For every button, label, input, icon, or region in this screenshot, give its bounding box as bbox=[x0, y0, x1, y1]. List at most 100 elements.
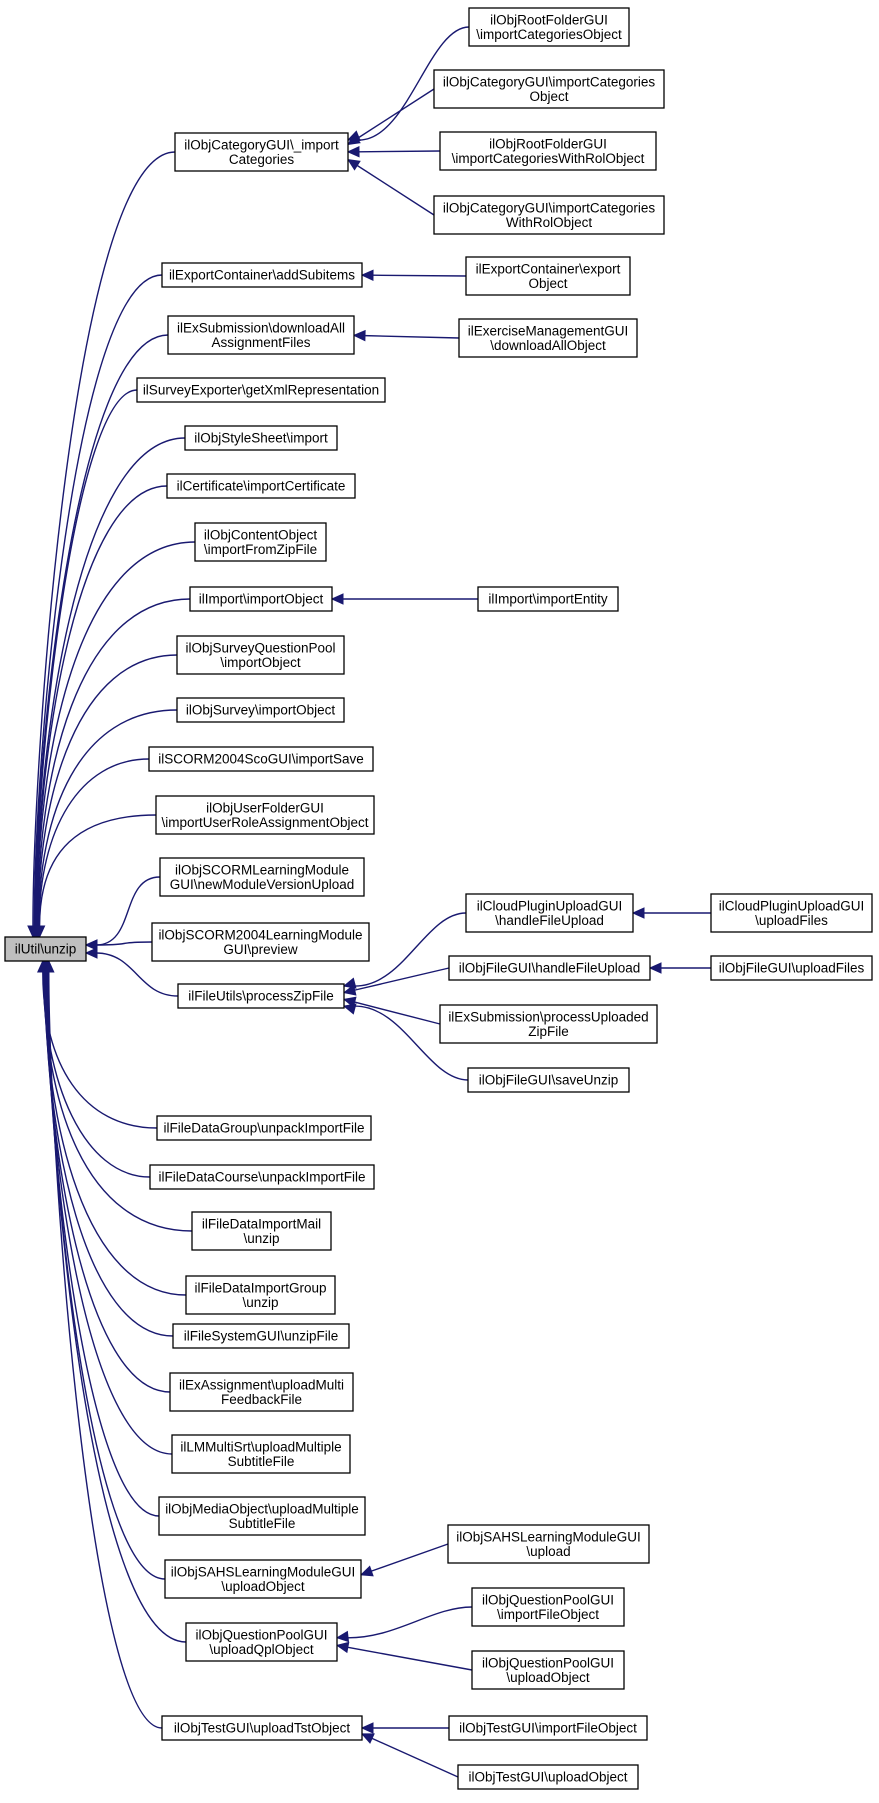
edge-root-s2004_prev-arrow bbox=[84, 939, 98, 951]
node-label: Object bbox=[529, 89, 568, 104]
node-survey-xml[interactable]: ilSurveyExporter\getXmlRepresentation bbox=[136, 377, 386, 403]
node-tst-upobj[interactable]: ilObjTestGUI\uploadObject bbox=[457, 1764, 639, 1790]
node-cg-impcat[interactable]: ilObjCategoryGUI\importCategoriesObject bbox=[433, 69, 665, 109]
node-qp-impfile[interactable]: ilObjQuestionPoolGUI\importFileObject bbox=[471, 1587, 625, 1627]
node-fdig-unzip[interactable]: ilFileDataImportGroup\unzip bbox=[185, 1275, 336, 1315]
edge-root-s2004_prev-line bbox=[95, 941, 153, 946]
node-slm-newver[interactable]: ilObjSCORMLearningModuleGUI\newModuleVer… bbox=[159, 857, 365, 897]
node-label: ilObjQuestionPoolGUI bbox=[482, 1655, 614, 1670]
node-fdc-unpack[interactable]: ilFileDataCourse\unpackImportFile bbox=[149, 1164, 375, 1190]
node-box bbox=[448, 955, 651, 981]
node-box bbox=[471, 1650, 625, 1690]
node-rf-impcat[interactable]: ilObjRootFolderGUI\importCategoriesObjec… bbox=[468, 7, 630, 47]
node-imp-obj[interactable]: ilImport\importObject bbox=[189, 586, 333, 612]
edge-fu_zip-file_save-arrow bbox=[342, 1003, 357, 1015]
node-fdim-unzip[interactable]: ilFileDataImportMail\unzip bbox=[191, 1211, 332, 1251]
edge-cat_import-cg_impcat-arrow bbox=[346, 133, 361, 146]
node-box bbox=[161, 262, 363, 288]
edge-fu_zip-cloud_hfu-line bbox=[354, 912, 467, 987]
edge-root-qp_upqpl-line bbox=[47, 971, 187, 1643]
node-rf-impcatrol[interactable]: ilObjRootFolderGUI\importCategoriesWithR… bbox=[439, 131, 657, 171]
edge-cat_import-rf_impcat-line bbox=[358, 26, 470, 141]
node-sco-save[interactable]: ilSCORM2004ScoGUI\importSave bbox=[148, 746, 374, 772]
node-label: \handleFileUpload bbox=[495, 913, 604, 928]
node-box bbox=[4, 936, 87, 962]
node-label: \upload bbox=[526, 1544, 570, 1559]
node-cloud-hfu[interactable]: ilCloudPluginUploadGUI\handleFileUpload bbox=[465, 893, 634, 933]
node-fdg-unpack[interactable]: ilFileDataGroup\unpackImportFile bbox=[156, 1115, 372, 1141]
node-sahs-upobj[interactable]: ilObjSAHSLearningModuleGUI\uploadObject bbox=[164, 1559, 362, 1599]
node-cert-imp[interactable]: ilCertificate\importCertificate bbox=[166, 473, 356, 499]
node-imp-ent[interactable]: ilImport\importEntity bbox=[477, 586, 619, 612]
node-style-imp[interactable]: ilObjStyleSheet\import bbox=[184, 425, 338, 451]
node-label: ilObjTestGUI\uploadObject bbox=[468, 1770, 627, 1785]
node-label: ilObjFileGUI\handleFileUpload bbox=[459, 961, 641, 976]
node-label: ilExSubmission\processUploaded bbox=[448, 1009, 648, 1024]
node-label: FeedbackFile bbox=[221, 1392, 302, 1407]
node-file-hfu[interactable]: ilObjFileGUI\handleFileUpload bbox=[448, 955, 651, 981]
node-label: ilObjFileGUI\saveUnzip bbox=[479, 1073, 619, 1088]
node-label: ilObjCategoryGUI\importCategories bbox=[443, 74, 656, 89]
node-label: ilObjMediaObject\uploadMultiple bbox=[165, 1501, 359, 1516]
edge-root-exsub_dl-line bbox=[34, 334, 169, 927]
node-label: SubtitleFile bbox=[229, 1516, 296, 1531]
node-survey-imp[interactable]: ilObjSurvey\importObject bbox=[176, 697, 345, 723]
node-file-up[interactable]: ilObjFileGUI\uploadFiles bbox=[710, 955, 873, 981]
node-fu-zip[interactable]: ilFileUtils\processZipFile bbox=[177, 983, 345, 1009]
node-exmgmt-dl[interactable]: ilExerciseManagementGUI\downloadAllObjec… bbox=[458, 318, 638, 358]
node-tst-impfile[interactable]: ilObjTestGUI\importFileObject bbox=[448, 1715, 648, 1741]
node-label: ilObjRootFolderGUI bbox=[490, 12, 608, 27]
edge-root-sqp_imp-line bbox=[37, 654, 178, 927]
edge-root-cat_import-line bbox=[32, 151, 176, 927]
node-fs-unzip[interactable]: ilFileSystemGUI\unzipFile bbox=[172, 1323, 350, 1349]
node-label: \importFromZipFile bbox=[204, 542, 317, 557]
node-cg-impcatrol[interactable]: ilObjCategoryGUI\importCategoriesWithRol… bbox=[433, 195, 665, 235]
node-exp-add[interactable]: ilExportContainer\addSubitems bbox=[161, 262, 363, 288]
node-label: ilObjSurvey\importObject bbox=[186, 703, 336, 718]
node-cont-zip[interactable]: ilObjContentObject\importFromZipFile bbox=[194, 522, 327, 562]
node-cat-import[interactable]: ilObjCategoryGUI\_importCategories bbox=[174, 132, 349, 172]
node-box bbox=[174, 132, 349, 172]
node-cloud-up[interactable]: ilCloudPluginUploadGUI\uploadFiles bbox=[710, 893, 873, 933]
node-file-save[interactable]: ilObjFileGUI\saveUnzip bbox=[467, 1067, 630, 1093]
node-label: ilObjStyleSheet\import bbox=[194, 431, 328, 446]
node-uf-role[interactable]: ilObjUserFolderGUI\importUserRoleAssignm… bbox=[155, 795, 375, 835]
node-label: \downloadAllObject bbox=[490, 338, 606, 353]
node-sqp-imp[interactable]: ilObjSurveyQuestionPool\importObject bbox=[176, 635, 345, 675]
node-exsub-dl[interactable]: ilExSubmission\downloadAllAssignmentFile… bbox=[167, 315, 355, 355]
node-box bbox=[172, 1323, 350, 1349]
node-sahs-up[interactable]: ilObjSAHSLearningModuleGUI\upload bbox=[447, 1524, 650, 1564]
edge-sahs_upobj-sahs_up-line bbox=[371, 1543, 449, 1572]
node-qp-upqpl[interactable]: ilObjQuestionPoolGUI\uploadQplObject bbox=[185, 1622, 338, 1662]
edge-exsub_dl-exmgmt_dl-arrow bbox=[352, 329, 366, 342]
node-box bbox=[164, 1559, 362, 1599]
node-label: ilFileDataGroup\unpackImportFile bbox=[163, 1121, 364, 1136]
node-mob-up[interactable]: ilObjMediaObject\uploadMultipleSubtitleF… bbox=[158, 1496, 366, 1536]
node-box bbox=[448, 1715, 648, 1741]
edge-fu_zip-file_hfu-line bbox=[354, 967, 450, 991]
node-label: ilExportContainer\export bbox=[476, 261, 621, 276]
node-label: WithRolObject bbox=[506, 215, 593, 230]
node-box bbox=[151, 922, 370, 962]
node-box bbox=[439, 1004, 658, 1044]
node-box bbox=[191, 1211, 332, 1251]
edge-cat_import-cg_impcat-line bbox=[356, 88, 435, 140]
node-box bbox=[458, 318, 638, 358]
node-box bbox=[433, 69, 665, 109]
node-tst-uptst[interactable]: ilObjTestGUI\uploadTstObject bbox=[161, 1715, 363, 1741]
node-label: \uploadFiles bbox=[755, 913, 828, 928]
node-root[interactable]: ilUtil\unzip bbox=[4, 936, 87, 962]
edge-root-fu_zip-arrow bbox=[84, 947, 98, 959]
node-box bbox=[169, 1372, 354, 1412]
node-box bbox=[161, 1715, 363, 1741]
node-label: ilObjRootFolderGUI bbox=[489, 136, 607, 151]
node-qp-upobj[interactable]: ilObjQuestionPoolGUI\uploadObject bbox=[471, 1650, 625, 1690]
node-box bbox=[471, 1587, 625, 1627]
node-label: ilExAssignment\uploadMulti bbox=[179, 1377, 344, 1392]
node-label: ilObjCategoryGUI\_import bbox=[184, 137, 339, 152]
